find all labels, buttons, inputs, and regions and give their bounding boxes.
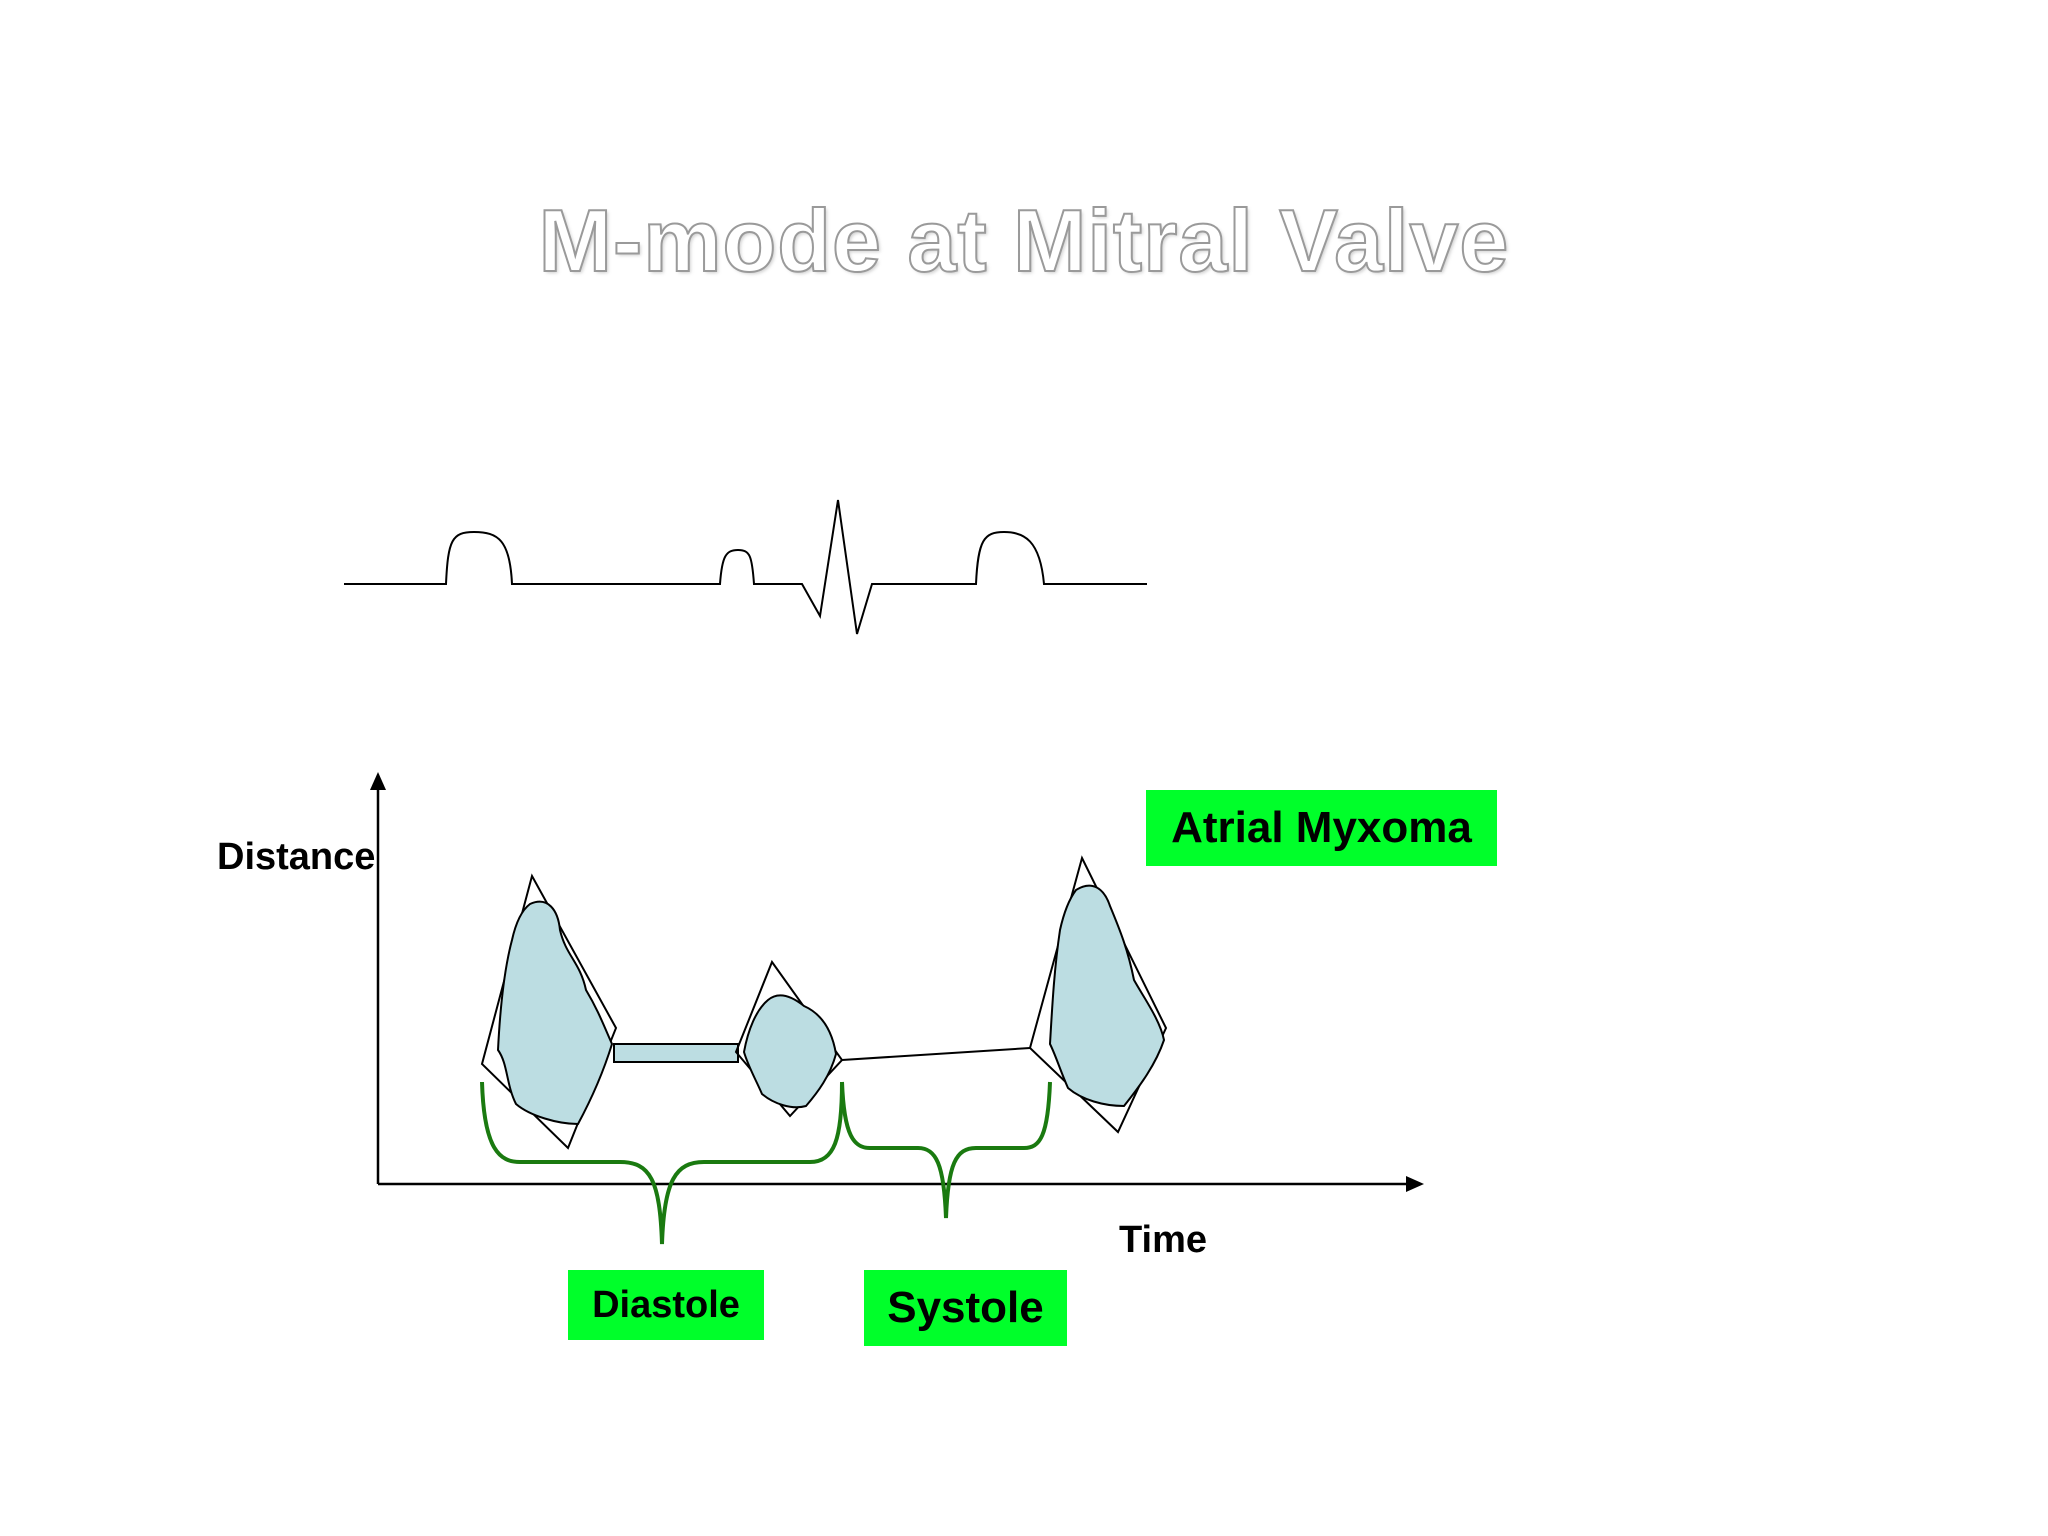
e-wave-outline xyxy=(480,873,618,1150)
x-axis-arrow-icon xyxy=(1406,1176,1424,1192)
myxoma-mass-2 xyxy=(742,994,838,1109)
page-title: M-mode at Mitral Valve xyxy=(538,190,1510,291)
closure-line xyxy=(841,1047,1031,1061)
x-axis-label: Time xyxy=(1119,1219,1208,1261)
atrial-myxoma-label: Atrial Myxoma xyxy=(1146,790,1497,866)
axes xyxy=(370,772,1424,1192)
valve-trace xyxy=(480,855,1168,1150)
myxoma-mass-1 xyxy=(496,900,614,1126)
y-axis-arrow-icon xyxy=(370,772,386,790)
myxoma-mass-3 xyxy=(1048,884,1166,1108)
diastole-label: Diastole xyxy=(568,1270,764,1340)
e-wave-outline-2 xyxy=(1028,855,1168,1134)
y-axis-label: Distance xyxy=(217,836,376,878)
diastole-brace xyxy=(480,1081,844,1245)
systole-brace xyxy=(840,1081,1052,1219)
diastasis-segment xyxy=(613,1043,739,1063)
systole-label: Systole xyxy=(864,1270,1067,1346)
ecg-trace xyxy=(344,499,1147,635)
